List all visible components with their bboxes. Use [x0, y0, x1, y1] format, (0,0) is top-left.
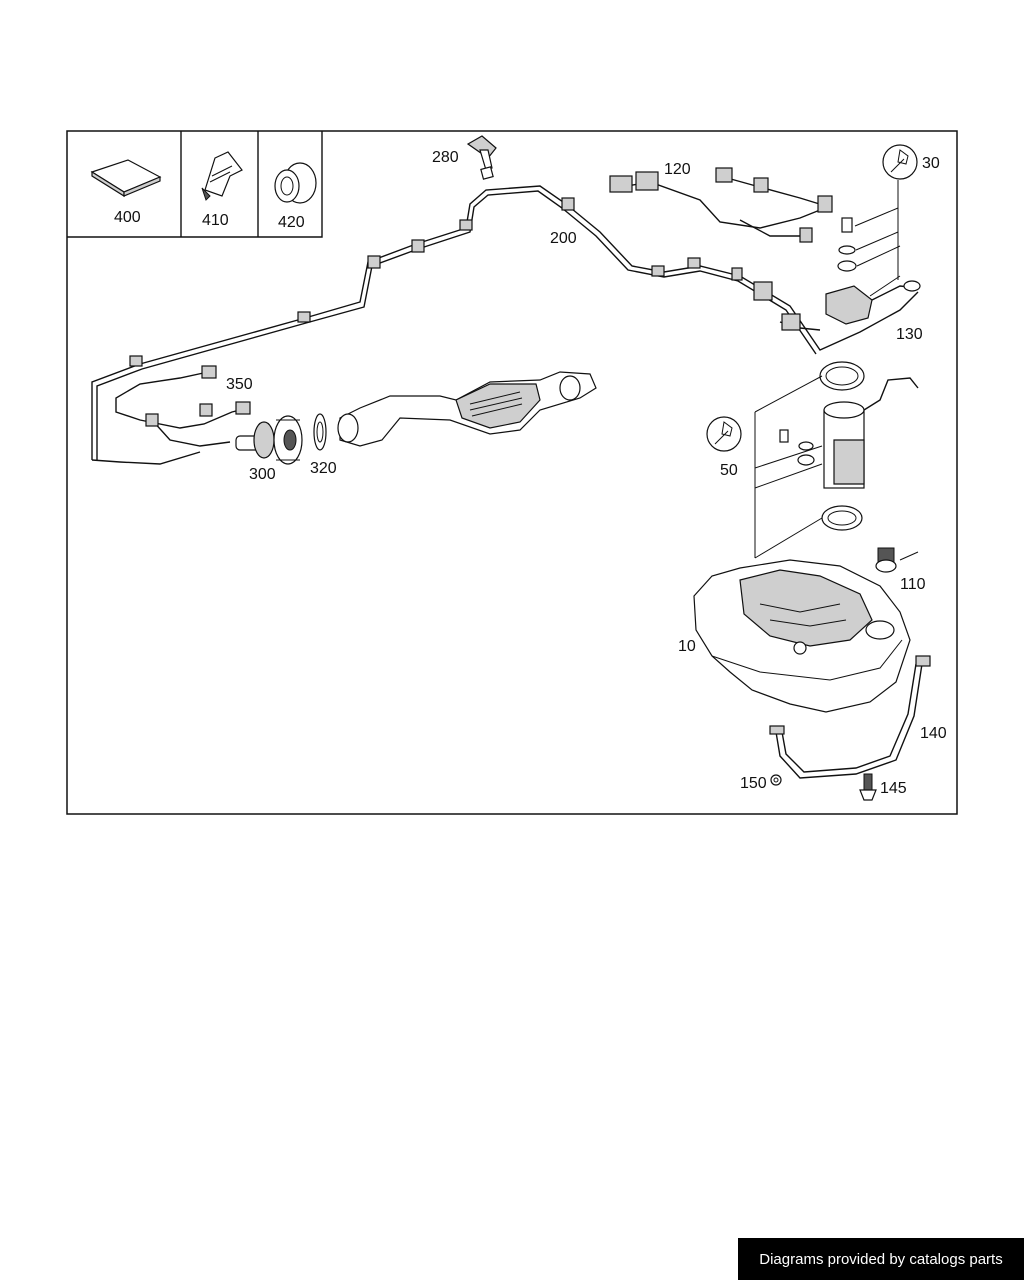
part-145-bolt[interactable]	[859, 773, 877, 801]
label-30: 30	[922, 155, 940, 172]
small-parts-boxes	[67, 131, 323, 238]
part-320-seal[interactable]	[313, 413, 327, 451]
part-410-clip[interactable]	[201, 151, 243, 201]
footer-credit: Diagrams provided by catalogs parts	[738, 1238, 1024, 1280]
label-10: 10	[678, 638, 696, 655]
part-10-fuel-tank[interactable]	[693, 559, 911, 713]
part-350-sensor-line[interactable]	[115, 365, 251, 447]
label-300: 300	[249, 466, 276, 483]
label-410: 410	[202, 212, 229, 229]
wrench-icon	[706, 416, 742, 452]
label-350: 350	[226, 376, 253, 393]
part-140-strap[interactable]	[769, 655, 931, 779]
label-280: 280	[432, 149, 459, 166]
part-110-cap[interactable]	[875, 547, 919, 573]
label-145: 145	[880, 780, 907, 797]
label-320: 320	[310, 460, 337, 477]
part-400-pad[interactable]	[90, 159, 162, 198]
label-50: 50	[720, 462, 738, 479]
label-420: 420	[278, 214, 305, 231]
part-300-pump[interactable]	[235, 415, 303, 465]
label-200: 200	[550, 230, 577, 247]
part-heater-pipe[interactable]	[337, 371, 597, 447]
label-400: 400	[114, 209, 141, 226]
label-150: 150	[740, 775, 767, 792]
label-110: 110	[900, 576, 926, 593]
label-140: 140	[920, 725, 947, 742]
part-420-sleeve[interactable]	[274, 162, 317, 204]
part-130-filter-module[interactable]	[779, 280, 921, 331]
wrench-icon	[882, 144, 918, 180]
part-30-fasteners[interactable]	[837, 180, 901, 297]
part-150-nut[interactable]	[770, 774, 782, 786]
part-50-fuel-sender[interactable]	[754, 361, 919, 559]
diagram-frame	[66, 130, 958, 815]
part-120-harness[interactable]	[609, 167, 833, 243]
label-120: 120	[664, 161, 691, 178]
part-280-sensor[interactable]	[466, 135, 497, 180]
label-130: 130	[896, 326, 923, 343]
